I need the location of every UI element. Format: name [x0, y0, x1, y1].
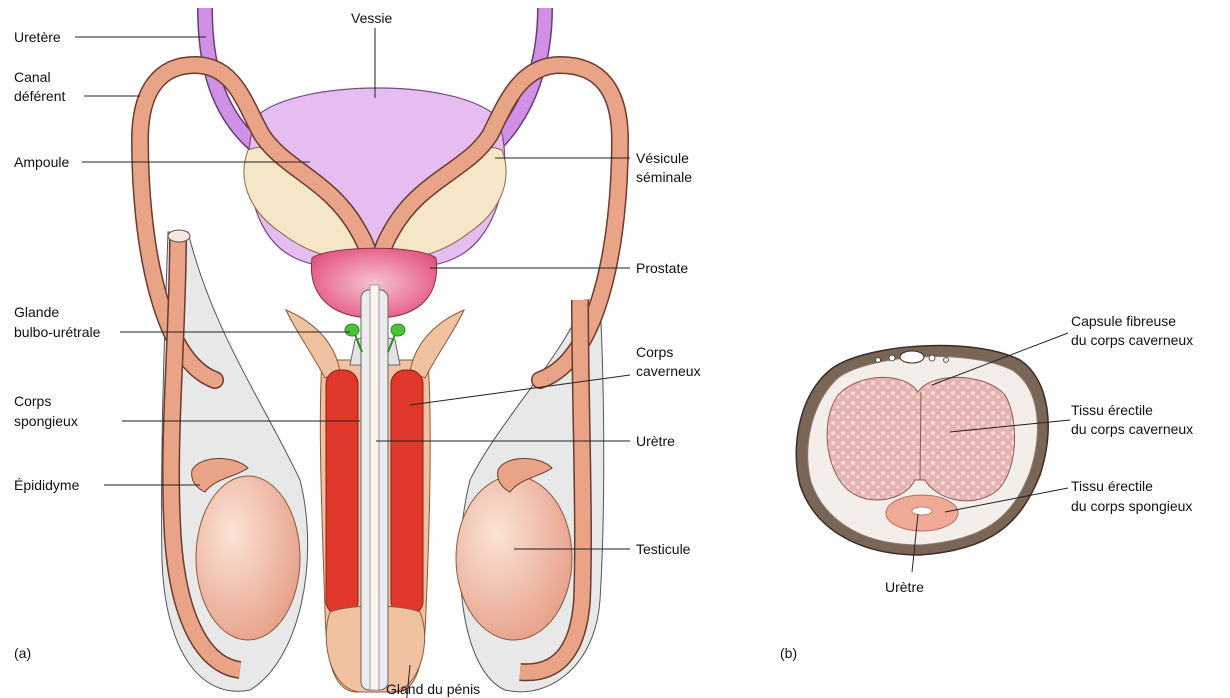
panel-label-a: (a): [14, 645, 31, 661]
label-caverneux-2: caverneux: [636, 363, 701, 379]
label-spongieux-1: Corps: [14, 393, 51, 409]
label-epididyme: Épididyme: [14, 477, 80, 493]
label-testicule: Testicule: [636, 541, 691, 557]
urethra: [370, 285, 379, 690]
label-tissu-cav-1: Tissu érectile: [1071, 402, 1153, 418]
panel-label-b: (b): [780, 645, 797, 661]
label-vessie: Vessie: [351, 10, 392, 26]
label-vesicule-1: Vésicule: [636, 150, 689, 166]
label-uretre-b: Urètre: [885, 579, 924, 595]
section-urethra: [912, 507, 932, 515]
label-prostate: Prostate: [636, 260, 688, 276]
corpus-cavernosum-right: [391, 370, 423, 615]
panel-a-diagram: Uretère Vessie Canal déférent Ampoule Vé…: [14, 8, 701, 698]
label-gland: Gland du pénis: [386, 681, 480, 697]
testis-left: [196, 476, 300, 640]
label-canal-deferent-1: Canal: [14, 69, 51, 85]
label-ampoule: Ampoule: [14, 154, 69, 170]
label-glande-2: bulbo-urétrale: [14, 324, 101, 340]
corpus-cavernosum-left: [326, 370, 358, 615]
label-uretere: Uretère: [14, 29, 61, 45]
label-glande-1: Glande: [14, 304, 59, 320]
label-caverneux-1: Corps: [636, 344, 673, 360]
label-tissu-spong-2: du corps spongieux: [1071, 498, 1192, 514]
label-uretre-a: Urètre: [636, 433, 675, 449]
label-vesicule-2: séminale: [636, 169, 692, 185]
label-capsule-1: Capsule fibreuse: [1071, 313, 1176, 329]
label-tissu-spong-1: Tissu érectile: [1071, 478, 1153, 494]
label-spongieux-2: spongieux: [14, 413, 78, 429]
testis-right: [456, 476, 572, 640]
label-tissu-cav-2: du corps caverneux: [1071, 421, 1193, 437]
panel-b-cross-section: Capsule fibreuse du corps caverneux Tiss…: [780, 313, 1193, 661]
label-canal-deferent-2: déférent: [14, 88, 65, 104]
label-capsule-2: du corps caverneux: [1071, 332, 1193, 348]
